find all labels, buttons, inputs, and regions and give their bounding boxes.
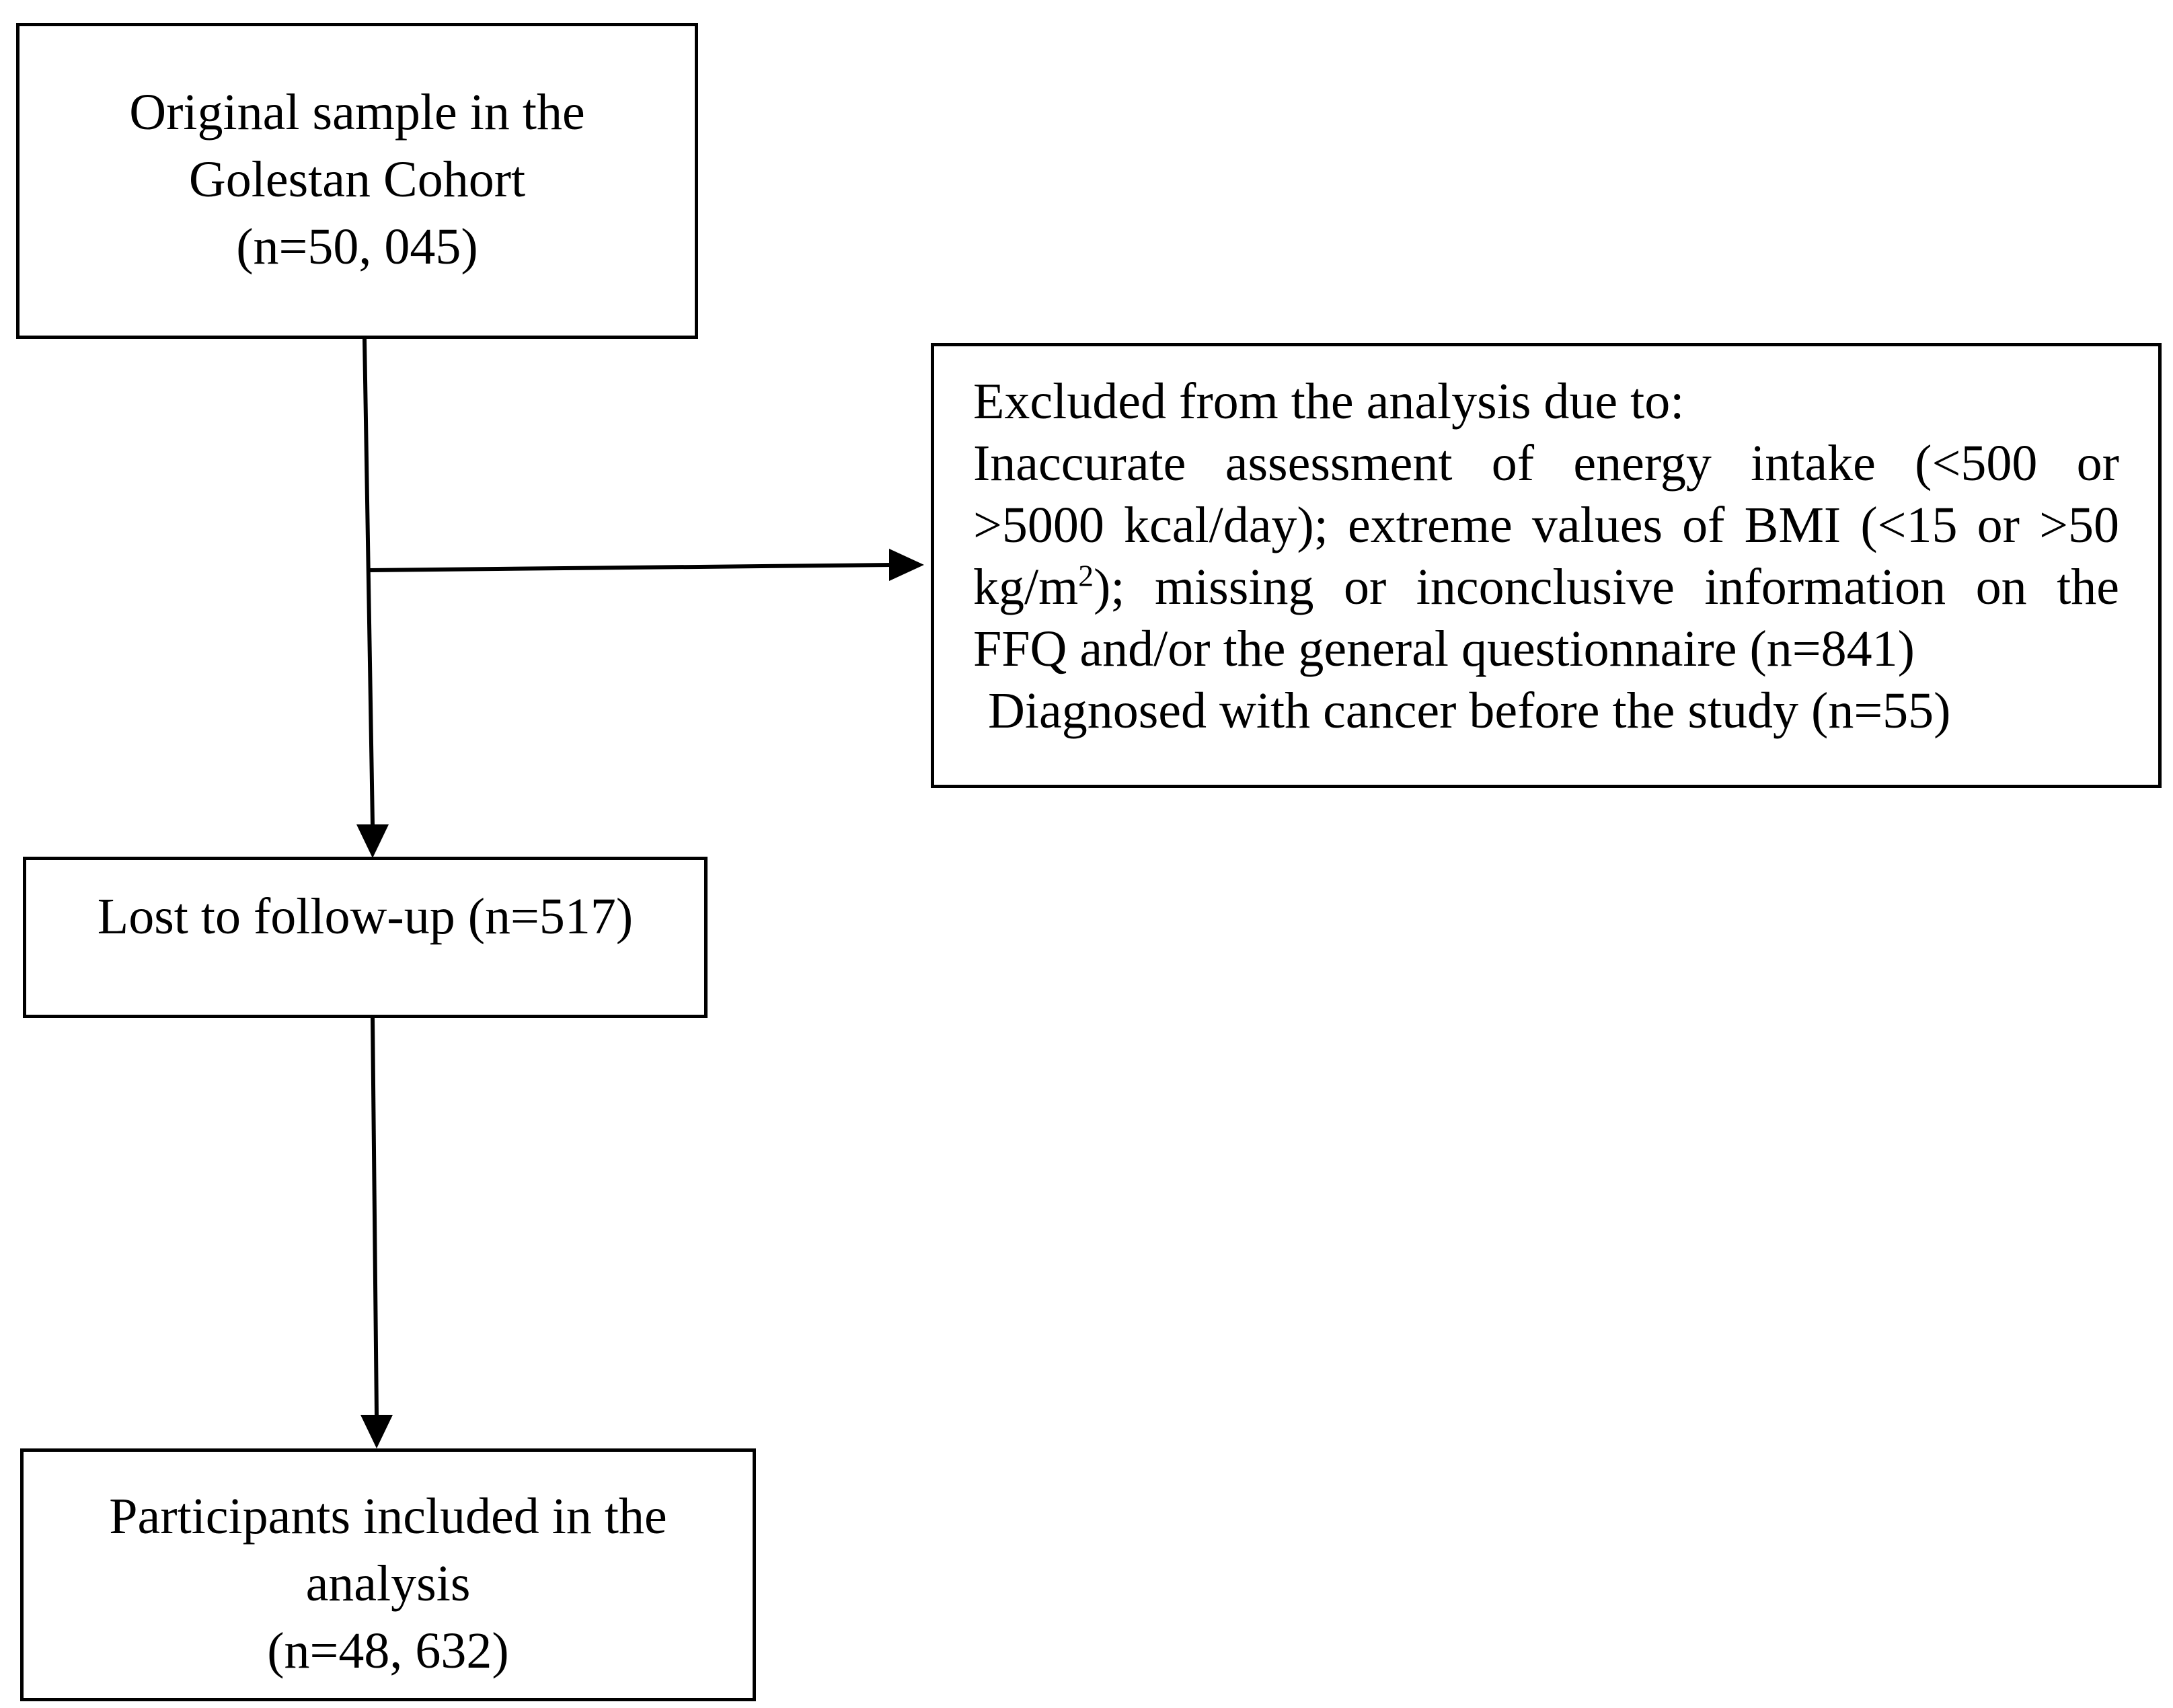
node-original-count: (n=50, 045) <box>236 219 478 275</box>
node-excluded-line1: Inaccurate assessment of energy intake (… <box>973 435 2119 492</box>
node-included-line1: Participants included in the <box>109 1488 667 1545</box>
node-lost-to-follow-up: Lost to follow-up (n=517) <box>23 857 708 1018</box>
node-original-line1: Original sample in the <box>129 84 585 141</box>
node-excluded-line4: FFQ and/or the general questionnaire (n=… <box>973 621 1915 677</box>
arrowhead-original-to-lost <box>356 824 389 858</box>
node-excluded-line5: Diagnosed with cancer before the study (… <box>988 683 1951 739</box>
arrowhead-lost-to-included <box>360 1415 393 1448</box>
node-original-line2: Golestan Cohort <box>188 151 526 208</box>
node-lost-line1: Lost to follow-up (n=517) <box>97 888 634 945</box>
node-participants-included: Participants included in the analysis (n… <box>20 1448 756 1701</box>
node-excluded-line3: kg/m2); missing or inconclusive informat… <box>973 556 2119 618</box>
node-included-line2: analysis <box>305 1555 471 1612</box>
arrowhead-branch-to-excluded <box>889 549 924 581</box>
node-excluded: Excluded from the analysis due to: Inacc… <box>931 343 2162 788</box>
node-excluded-line3-sup: 2 <box>1078 558 1094 593</box>
node-included-count: (n=48, 632) <box>267 1623 509 1679</box>
edge-lost-to-included <box>371 1017 379 1415</box>
node-excluded-heading: Excluded from the analysis due to: <box>973 373 1685 430</box>
node-excluded-line3-post: ); missing or inconclusive information o… <box>1094 559 2119 615</box>
node-original-sample: Original sample in the Golestan Cohort (… <box>16 23 698 339</box>
node-excluded-line3-pre: kg/m <box>973 559 1079 615</box>
edge-branch-to-excluded <box>368 563 892 572</box>
edge-original-to-lost <box>363 338 375 825</box>
node-excluded-line2: >5000 kcal/day); extreme values of BMI (… <box>973 497 2119 553</box>
